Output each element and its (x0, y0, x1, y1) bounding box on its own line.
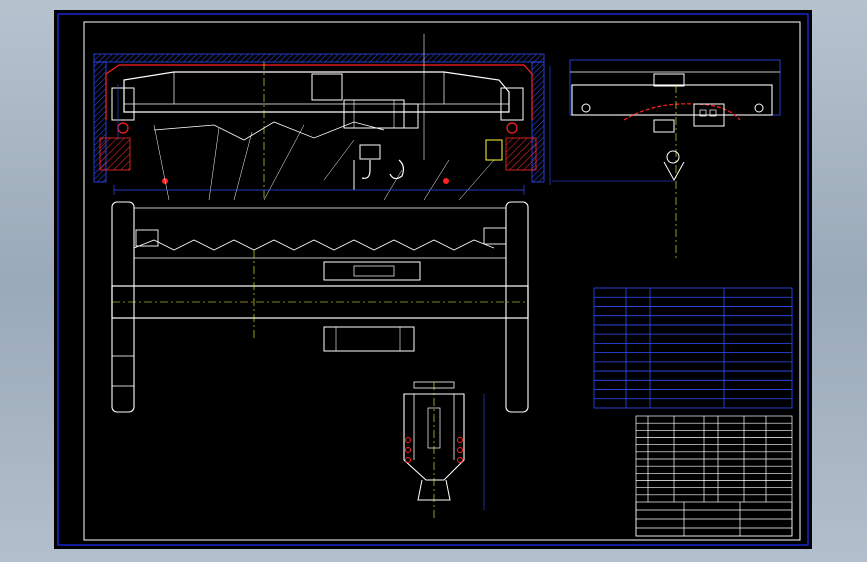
right-end-beam-plan (505, 201, 529, 413)
plan-view (111, 201, 529, 413)
title-block (635, 501, 793, 537)
cad-viewport[interactable] (54, 10, 812, 549)
hook-block (353, 144, 405, 190)
bridge-girder (123, 71, 510, 113)
girder-truss (153, 121, 385, 141)
hoist-motor-plan (323, 326, 415, 352)
girder-section-view (403, 381, 485, 518)
trolley-plan (323, 261, 421, 281)
roof-hatch (93, 53, 545, 63)
outer-frame (57, 13, 809, 546)
left-end-carriage (111, 87, 135, 121)
side-girder (571, 84, 773, 116)
plan-truss (133, 239, 495, 251)
left-rail-beam (99, 137, 131, 171)
clearance-line (105, 64, 533, 120)
specification-table (593, 287, 793, 409)
side-trolley-outline (623, 103, 741, 121)
side-elevation-view (552, 59, 781, 260)
side-control-box (693, 103, 725, 127)
technical-notes (172, 440, 312, 444)
motor-plan-right (483, 227, 507, 245)
crane-drawing (57, 13, 809, 546)
motor-plan-top (135, 229, 159, 247)
right-end-carriage (500, 87, 524, 121)
hoist-gearbox (403, 103, 419, 129)
inner-frame (83, 21, 801, 541)
trolley-frame (311, 73, 343, 101)
left-end-beam-plan (111, 201, 135, 413)
front-elevation-view (93, 34, 551, 201)
right-rail-beam (505, 137, 537, 171)
parts-list-table (635, 415, 793, 537)
section-box (403, 393, 465, 481)
